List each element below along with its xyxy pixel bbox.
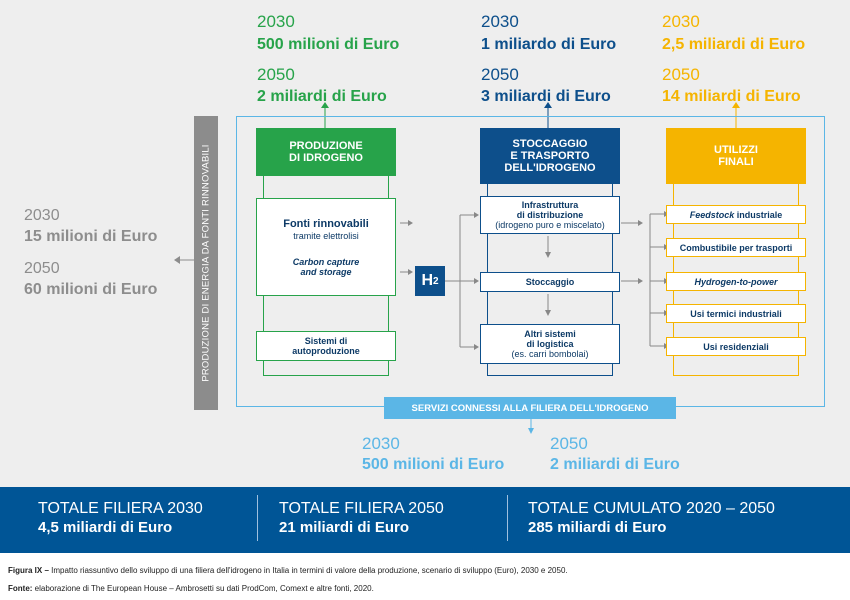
stocc-2030-amount: 1 miliardo di Euro xyxy=(481,36,617,53)
totals-divider xyxy=(257,495,258,541)
infrastruttura-box: Infrastruttura di distribuzione (idrogen… xyxy=(480,196,620,234)
util-2050-year: 2050 xyxy=(662,65,700,84)
servizi-banner: SERVIZI CONNESSI ALLA FILIERA DELL'IDROG… xyxy=(384,397,676,419)
util-2050-amount: 14 miliardi di Euro xyxy=(662,88,801,105)
prod-2050-amount: 2 miliardi di Euro xyxy=(257,88,387,105)
connector-lines xyxy=(174,102,740,434)
servizi-2030-year: 2030 xyxy=(362,434,400,453)
rinn-2050-amount: 60 milioni di Euro xyxy=(24,281,158,298)
util-item: Feedstock industriale xyxy=(666,205,806,224)
prod-2030-year: 2030 xyxy=(257,12,295,31)
figure-source: Fonte: elaborazione di The European Hous… xyxy=(8,584,374,593)
util-item: Usi residenziali xyxy=(666,337,806,356)
totals-divider xyxy=(507,495,508,541)
rinn-2030-amount: 15 milioni di Euro xyxy=(24,228,158,245)
stocc-2050-year: 2050 xyxy=(481,65,519,84)
util-2030-amount: 2,5 miliardi di Euro xyxy=(662,36,806,53)
prod-2050-year: 2050 xyxy=(257,65,295,84)
util-item: Usi termici industriali xyxy=(666,304,806,323)
util-item: Combustibile per trasporti xyxy=(666,238,806,257)
stocc-2030-year: 2030 xyxy=(481,12,519,31)
renewable-energy-band: PRODUZIONE DI ENERGIA DA FONTI RINNOVABI… xyxy=(194,116,218,410)
stocc-2050-amount: 3 miliardi di Euro xyxy=(481,88,611,105)
sistemi-autoproduzione-box: Sistemi di autoproduzione xyxy=(256,331,396,361)
total-2050: TOTALE FILIERA 2050 21 miliardi di Euro xyxy=(279,500,444,536)
rinn-2030-year: 2030 xyxy=(24,207,60,224)
altri-sistemi-box: Altri sistemi di logistica (es. carri bo… xyxy=(480,324,620,364)
prod-2030-amount: 500 milioni di Euro xyxy=(257,36,400,53)
figure-caption: Figura IX – Impatto riassuntivo dello sv… xyxy=(8,566,568,575)
totals-bar xyxy=(0,487,850,553)
total-cumulato: TOTALE CUMULATO 2020 – 2050 285 miliardi… xyxy=(528,500,775,536)
rinn-2050-year: 2050 xyxy=(24,260,60,277)
fonti-rinnovabili-box: Fonti rinnovabili tramite elettrolisi Ca… xyxy=(256,198,396,296)
stoccaggio-box: Stoccaggio xyxy=(480,272,620,292)
servizi-2050-amount: 2 miliardi di Euro xyxy=(550,456,680,473)
util-2030-year: 2030 xyxy=(662,12,700,31)
util-item: Hydrogen-to-power xyxy=(666,272,806,291)
servizi-2030-amount: 500 milioni di Euro xyxy=(362,456,505,473)
servizi-2050-year: 2050 xyxy=(550,434,588,453)
total-2030: TOTALE FILIERA 2030 4,5 miliardi di Euro xyxy=(38,500,203,536)
